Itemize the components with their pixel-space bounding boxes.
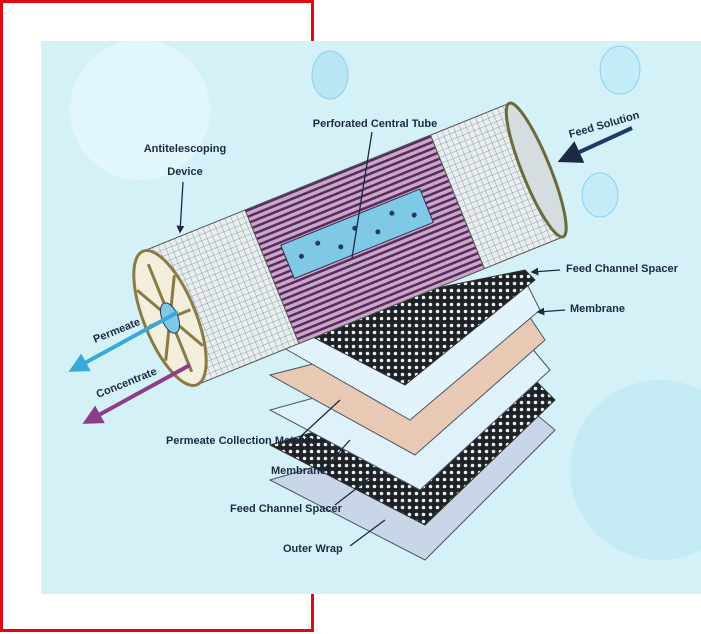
label-permeate-collection-material: Permeate Collection Material (166, 435, 316, 447)
feed-channel-spacer-sheet-top (278, 269, 536, 386)
leader-lines (176, 131, 566, 547)
label-membrane-bottom: Membrane (271, 465, 326, 477)
feed-solution-arrow (557, 126, 633, 163)
label-outer-wrap: Outer Wrap (283, 543, 343, 555)
ro-membrane-diagram: Antitelescoping Device Perforated Centra… (41, 41, 701, 594)
water-drop (581, 172, 619, 218)
water-drop (599, 45, 641, 95)
label-device: Device (167, 166, 202, 178)
background-shape (70, 41, 210, 180)
permeate-arrow (68, 310, 179, 372)
label-feed-channel-spacer-top: Feed Channel Spacer (566, 263, 679, 275)
background-shape (570, 380, 701, 560)
label-perforated-central-tube: Perforated Central Tube (313, 118, 438, 130)
membrane-sheets (268, 269, 556, 561)
label-membrane-top: Membrane (570, 303, 625, 315)
label-antitelescoping: Antitelescoping (144, 143, 227, 155)
perforated-central-tube (280, 188, 435, 280)
concentrate-arrow (82, 363, 191, 424)
label-feed-channel-spacer-bottom: Feed Channel Spacer (230, 503, 343, 515)
water-drop (311, 50, 349, 100)
